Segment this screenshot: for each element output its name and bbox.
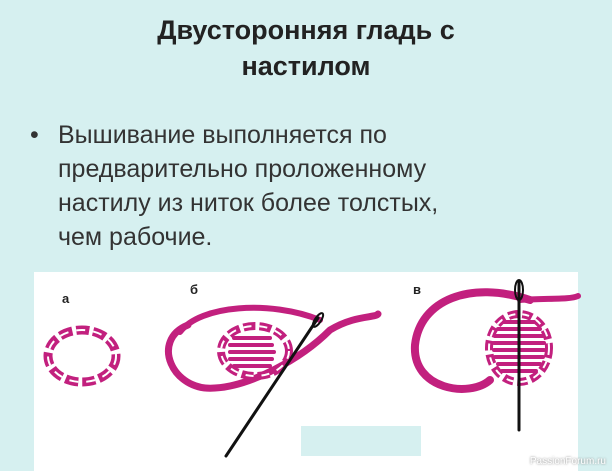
bullet-text: Вышивание выполняется по предварительно … — [58, 118, 598, 254]
figure-b-needle-icon — [224, 312, 325, 458]
figure-label-b: б — [190, 282, 199, 297]
blank-box — [301, 426, 421, 456]
figure-label-v: в — [413, 282, 421, 297]
title-line-2: настилом — [241, 51, 371, 81]
bullet-line-2: предварительно проложенному — [58, 155, 427, 183]
bullet-line-1: Вышивание выполняется по — [58, 121, 387, 149]
figure-v-satin-stitches — [410, 288, 581, 393]
watermark: PassionForum.ru — [529, 456, 606, 467]
figure-v-needle-icon — [514, 279, 524, 432]
bullet-line-4: чем рабочие. — [58, 223, 213, 251]
bullet-dot: • — [30, 121, 39, 149]
figure-b-padding-stitches — [165, 304, 382, 392]
diagram-title: Двусторонняя гладь с настилом — [0, 12, 612, 84]
figure-a-outline-stitches — [43, 325, 121, 387]
figure-label-a: а — [62, 291, 70, 306]
bullet-line-3: настилу из ниток более толстых, — [58, 189, 439, 217]
title-line-1: Двусторонняя гладь с — [157, 15, 455, 45]
